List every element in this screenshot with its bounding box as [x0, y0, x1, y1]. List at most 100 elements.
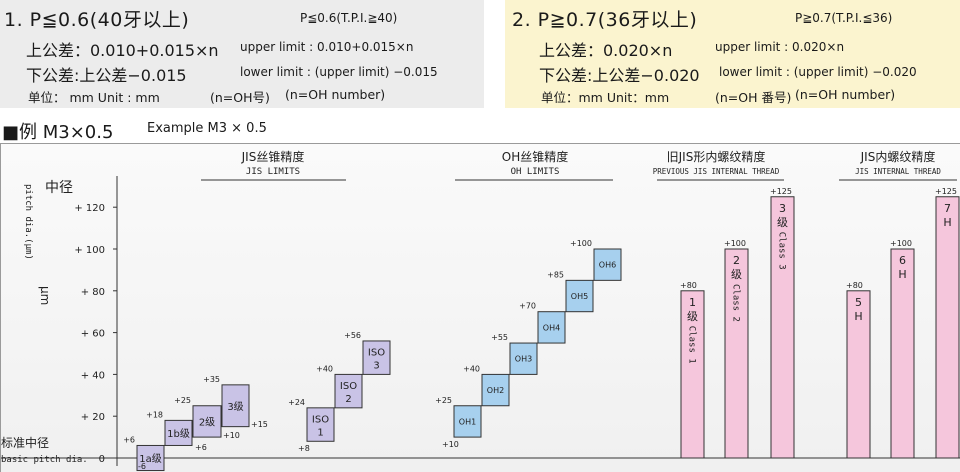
lower-limit-label: +10 — [223, 431, 240, 440]
unit-line: 单位：mm Unit：mm — [541, 90, 670, 105]
y-tick-label: + 40 — [81, 370, 105, 381]
bar-label-part: Class 3 — [777, 232, 787, 270]
upper-limit-label: +40 — [316, 364, 333, 373]
oh-tolerance-bar — [453, 405, 482, 438]
upper-limit-label: +25 — [174, 396, 191, 405]
upper-limit-label: +80 — [846, 281, 863, 290]
y-tick-label: + 80 — [81, 287, 105, 298]
bar-label: OH2 — [487, 386, 504, 395]
upper-limit-label: +125 — [935, 187, 957, 196]
bar-label-part: 6 — [899, 254, 906, 267]
lower-limit-en: lower limit : (upper limit) −0.020 — [719, 65, 917, 79]
lower-limit-label: +8 — [298, 444, 310, 453]
oh-tolerance-bar — [509, 342, 538, 375]
group-title: JIS内螺纹精度 — [860, 149, 936, 164]
bar-label-part: 级 — [731, 268, 742, 281]
y-axis-title-cn: 中径 — [45, 180, 73, 196]
upper-limit-label: +6 — [123, 435, 135, 444]
group-subtitle: JIS INTERNAL THREAD — [855, 167, 941, 176]
bar-label: 1b级 — [167, 428, 190, 440]
bar-label-line: 1 — [317, 428, 323, 439]
panel-title-en: P≦0.6(T.P.I.≧40) — [300, 11, 398, 25]
bar-label-part: 5 — [855, 296, 862, 309]
baseline-label-cn: 标准中径 — [1, 435, 49, 450]
lower-limit-en: lower limit : (upper limit) −0.015 — [240, 65, 438, 79]
upper-limit-label: +100 — [890, 239, 912, 248]
tolerance-bar — [334, 373, 363, 409]
y-axis-unit: μm — [38, 286, 52, 305]
bar-label-part: 级 — [777, 216, 788, 229]
bar-label: 1a级 — [139, 453, 162, 465]
baseline-label-en: basic pitch dia. — [1, 455, 88, 465]
note-oh-number-cn: (n=OH号) — [210, 90, 270, 105]
bar-label-line: 3 — [373, 361, 379, 372]
internal-thread-bar — [846, 290, 871, 459]
upper-limit-en: upper limit : 0.020×n — [715, 40, 845, 54]
upper-limit-label: +25 — [435, 396, 452, 405]
upper-limit-label: +85 — [547, 270, 564, 279]
upper-limit-label: +55 — [491, 333, 508, 342]
y-tick-label: + 20 — [81, 412, 105, 423]
tolerance-bar — [192, 405, 222, 438]
upper-limit-label: +80 — [680, 281, 697, 290]
oh-tolerance-bar — [593, 248, 622, 281]
upper-limit-en: upper limit : 0.010+0.015×n — [240, 40, 414, 54]
lower-limit-label: +6 — [195, 443, 207, 452]
panel-title: 2. P≧0.7(36牙以上) — [512, 9, 698, 31]
bar-label-part: Class 2 — [731, 284, 741, 322]
group-title: OH丝锥精度 — [502, 149, 568, 164]
upper-limit-cn: 上公差：0.020×n — [539, 41, 673, 60]
y-tick-label: + 120 — [74, 203, 105, 214]
lower-limit-cn: 下公差:上公差−0.015 — [26, 66, 187, 85]
tolerance-bar — [221, 384, 250, 428]
tolerance-bar — [136, 444, 165, 472]
bar-label-part: H — [898, 268, 906, 281]
upper-limit-label: +70 — [519, 302, 536, 311]
group-title: JIS丝锥精度 — [241, 149, 305, 164]
tolerance-panel-coarse-pitch: 2. P≧0.7(36牙以上) P≧0.7(T.P.I.≦36) 上公差：0.0… — [505, 0, 960, 108]
y-tick-label: 0 — [99, 454, 105, 465]
upper-limit-label: +35 — [203, 375, 220, 384]
group-subtitle: PREVIOUS JIS INTERNAL THREAD — [653, 167, 780, 176]
internal-thread-bar — [724, 248, 749, 459]
internal-thread-bar — [680, 290, 705, 459]
note-oh-number-cn: (n=OH 番号) — [715, 90, 792, 105]
y-tick-label: + 100 — [74, 245, 105, 256]
bar-label-part: H — [943, 216, 951, 229]
bar-label-line: ISO — [368, 348, 385, 359]
oh-tolerance-bar — [565, 279, 594, 313]
internal-thread-bar — [890, 248, 915, 459]
tolerance-bar — [306, 407, 335, 442]
bar-label: OH1 — [459, 417, 476, 426]
internal-thread-bar — [770, 196, 795, 459]
upper-limit-label: +100 — [570, 239, 592, 248]
upper-limit-label: +40 — [463, 364, 480, 373]
example-heading: ■例 M3×0.5 — [2, 122, 114, 143]
group-subtitle: JIS LIMITS — [246, 167, 300, 177]
bar-label-part: 1 — [689, 296, 696, 309]
bar-label: 2级 — [199, 416, 215, 428]
upper-limit-cn: 上公差：0.010+0.015×n — [26, 41, 219, 60]
lower-limit-label: +15 — [251, 420, 268, 429]
bar-label: 3级 — [227, 401, 243, 413]
upper-limit-label: +56 — [344, 331, 361, 340]
upper-limit-label: +100 — [724, 239, 746, 248]
upper-limit-label: +24 — [288, 398, 305, 407]
note-oh-number-en: (n=OH number) — [795, 87, 896, 102]
upper-limit-label: +125 — [770, 187, 792, 196]
note-oh-number-en: (n=OH number) — [285, 87, 386, 102]
y-axis-title-en: pitch dia.(μm) — [23, 184, 33, 260]
bar-label-part: 3 — [779, 202, 786, 215]
bar-label-part: Class 1 — [687, 326, 697, 364]
lower-limit-cn: 下公差:上公差−0.020 — [539, 66, 700, 85]
bar-label-line: 2 — [345, 394, 351, 405]
oh-tolerance-bar — [537, 311, 566, 344]
bar-label-part: 2 — [733, 254, 740, 267]
bar-label-part: 级 — [687, 310, 698, 323]
bar-label-line: ISO — [312, 415, 329, 426]
panel-title-en: P≧0.7(T.P.I.≦36) — [795, 11, 893, 25]
lower-limit-label: -6 — [138, 462, 146, 471]
bar-label: OH4 — [543, 323, 560, 332]
